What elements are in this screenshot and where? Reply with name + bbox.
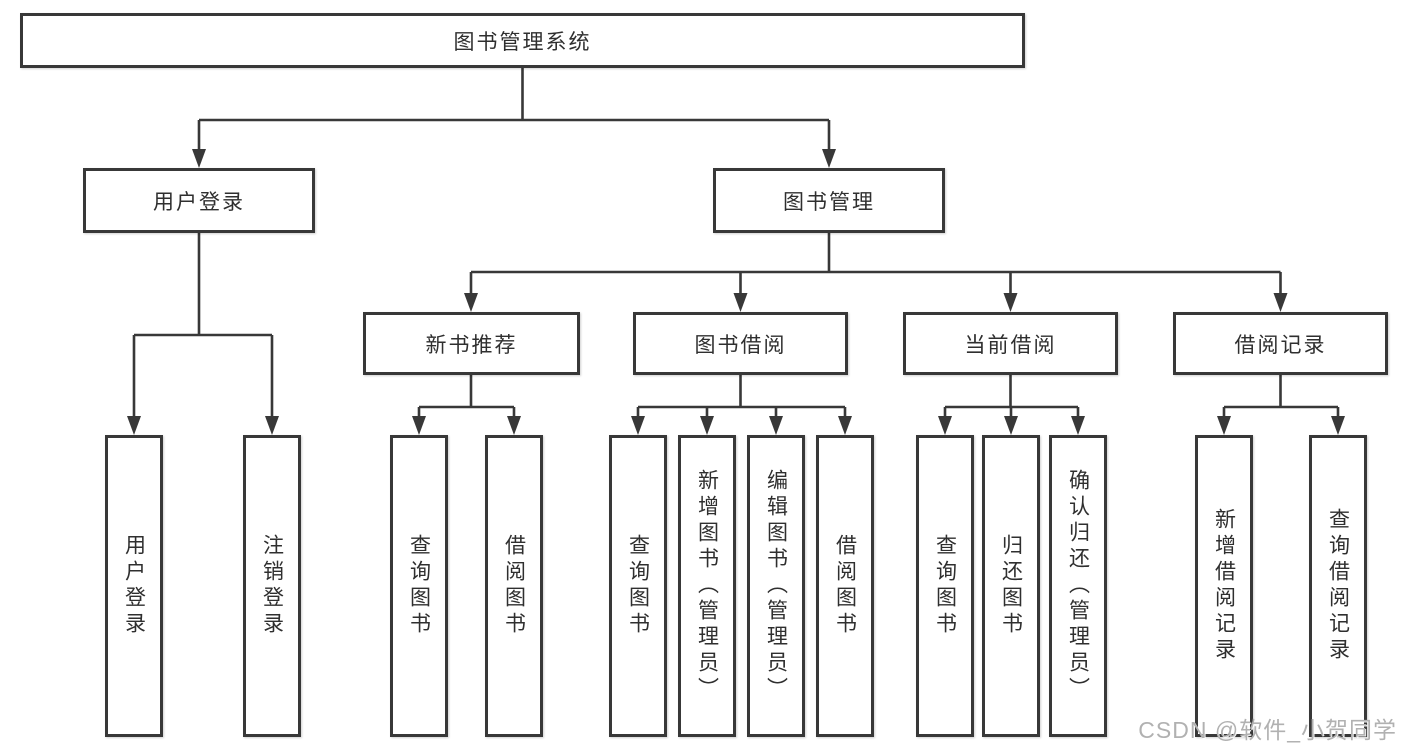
arrowhead [1273,293,1288,312]
leaf-query-book-2: 查询图书 [609,435,667,737]
arrowhead [265,416,279,435]
arrowhead [192,149,206,168]
arrowhead [631,416,645,435]
leaf-confirm-return-admin: 确认归还（管理员） [1049,435,1107,737]
node-borrow-records: 借阅记录 [1173,312,1388,375]
node-book-borrowing: 图书借阅 [633,312,848,375]
leaf-add-borrow-record: 新增借阅记录 [1195,435,1253,737]
arrowhead [733,293,748,312]
leaf-edit-book-admin: 编辑图书（管理员） [747,435,805,737]
node-root-system: 图书管理系统 [20,13,1025,68]
arrowhead [1071,416,1085,435]
arrowhead [700,416,714,435]
leaf-query-book-1: 查询图书 [390,435,448,737]
arrowhead [1217,416,1231,435]
arrowhead [838,416,852,435]
csdn-watermark: CSDN @软件_小贺同学 [1138,717,1397,743]
arrowhead [769,416,783,435]
arrowhead [127,416,141,435]
node-user-login: 用户登录 [83,168,315,233]
node-book-management: 图书管理 [713,168,945,233]
node-current-borrowing: 当前借阅 [903,312,1118,375]
node-new-book-recommend: 新书推荐 [363,312,580,375]
leaf-logout: 注销登录 [243,435,301,737]
arrowhead [507,416,521,435]
arrowhead [1004,416,1018,435]
leaf-add-book-admin: 新增图书（管理员） [678,435,736,737]
arrowhead [1003,293,1018,312]
arrowhead [464,293,478,312]
leaf-borrow-book-2: 借阅图书 [816,435,874,737]
arrowhead [822,149,836,168]
arrowhead [412,416,426,435]
leaf-user-login: 用户登录 [105,435,163,737]
arrowhead [1331,416,1345,435]
leaf-query-borrow-record: 查询借阅记录 [1309,435,1367,737]
leaf-return-book: 归还图书 [982,435,1040,737]
leaf-query-book-3: 查询图书 [916,435,974,737]
arrowhead [938,416,952,435]
leaf-borrow-book-1: 借阅图书 [485,435,543,737]
